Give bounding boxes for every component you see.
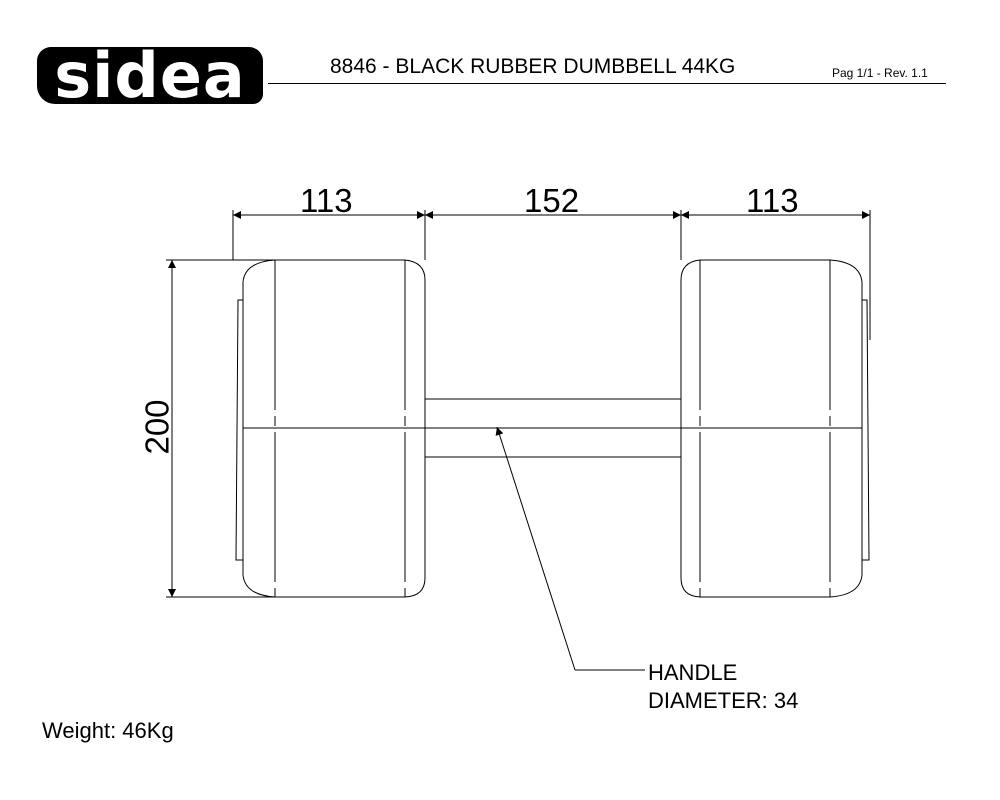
dim-left-plate-width: 113	[300, 182, 353, 219]
note-line-2: DIAMETER: 34	[648, 688, 799, 713]
handle-diameter-note: HANDLE DIAMETER: 34	[648, 659, 798, 715]
handle	[425, 398, 681, 458]
page-revision: Pag 1/1 - Rev. 1.1	[832, 66, 928, 80]
dim-right-plate-width: 113	[746, 182, 799, 219]
note-line-1: HANDLE	[648, 660, 738, 685]
sidea-logo: sidea	[37, 39, 263, 112]
header-rule	[268, 83, 946, 84]
dim-handle-length: 152	[524, 182, 580, 219]
weight-label: Weight: 46Kg	[42, 718, 174, 743]
logo-text: sidea	[54, 39, 246, 112]
dim-plate-diameter: 200	[138, 399, 176, 455]
drawing-title: 8846 - BLACK RUBBER DUMBBELL 44KG	[330, 55, 736, 78]
